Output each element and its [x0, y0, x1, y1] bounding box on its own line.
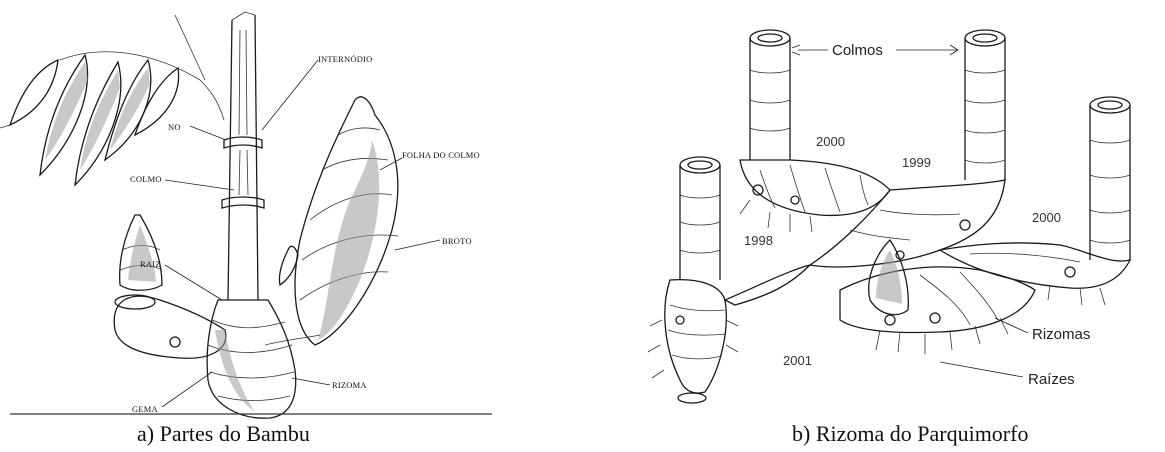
panel-bamboo-parts: INTERNÓDIO NO FOLHA DO COLMO COLMO BROTO…: [0, 0, 500, 452]
year-2000-right: 2000: [1032, 210, 1061, 225]
caption-panel-b: b) Rizoma do Parquimorfo: [792, 421, 1028, 447]
year-2001: 2001: [783, 353, 812, 368]
year-1998: 1998: [744, 233, 773, 248]
label-rizoma: RIZOMA: [332, 380, 367, 390]
label-raizes: Raízes: [1028, 371, 1075, 388]
panel-pachymorph-rhizome: Colmos Rizomas Raízes 2000 1999 2000 199…: [640, 0, 1165, 452]
rhizome-illustration: Colmos Rizomas Raízes 2000 1999 2000 199…: [640, 0, 1165, 452]
label-raiz: RAIZ: [140, 259, 161, 269]
label-gema: GEMA: [132, 404, 158, 414]
rhizome-drawing: [207, 300, 320, 418]
label-rizomas: Rizomas: [1032, 326, 1090, 343]
label-colmo: COLMO: [130, 174, 162, 184]
label-no: NO: [168, 122, 181, 132]
label-broto: BROTO: [442, 236, 472, 246]
label-colmos: Colmos: [832, 42, 883, 59]
culm-drawing: [222, 12, 264, 300]
bamboo-parts-illustration: INTERNÓDIO NO FOLHA DO COLMO COLMO BROTO…: [0, 0, 500, 452]
leader-lines: [162, 60, 440, 407]
year-2000-top: 2000: [816, 134, 845, 149]
year-1999: 1999: [902, 155, 931, 170]
caption-panel-a: a) Partes do Bambu: [137, 421, 310, 447]
label-folha-do-colmo: FOLHA DO COLMO: [402, 150, 480, 160]
shoot-drawing: [279, 97, 398, 345]
label-internodio: INTERNÓDIO: [318, 54, 372, 64]
leader-lines-b: [792, 45, 1028, 377]
leaves-drawing: [0, 15, 224, 185]
